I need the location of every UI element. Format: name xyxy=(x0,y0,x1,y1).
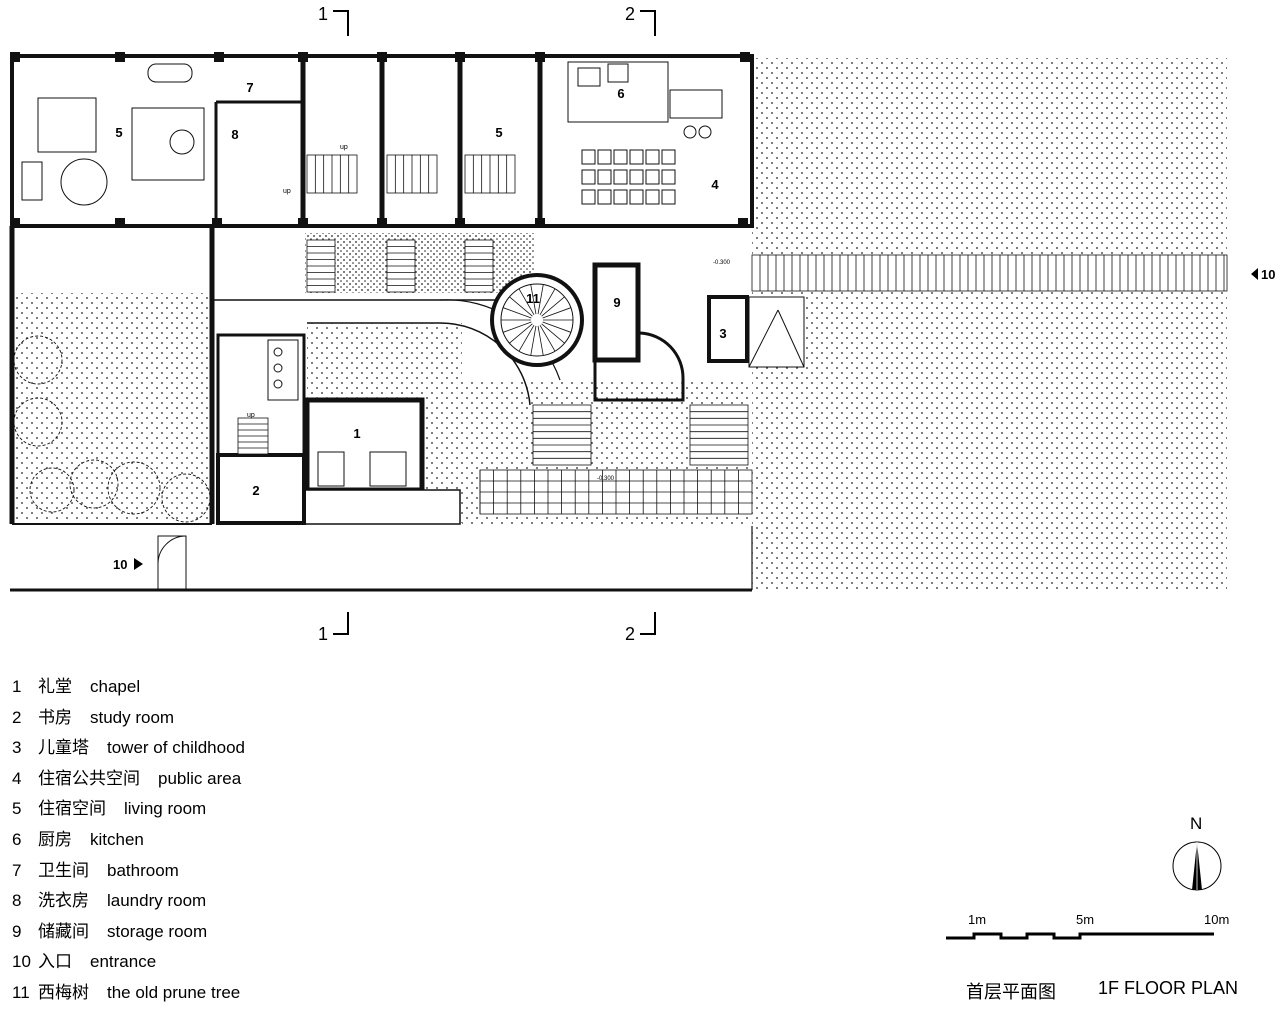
legend: 1 礼堂 chapel 2 书房 study room 3 儿童塔 tower of chi… xyxy=(12,672,245,1009)
section-marker-1-bottom: 1 xyxy=(318,624,328,644)
legend-item: 6 厨房 kitchen xyxy=(12,825,245,856)
room-label-5a: 5 xyxy=(115,125,122,140)
prune-tree-spiral xyxy=(490,273,584,367)
caption-chinese: 首层平面图 xyxy=(966,982,1056,1002)
legend-number: 11 xyxy=(12,982,30,1002)
legend-english: chapel xyxy=(90,677,141,696)
trees xyxy=(13,335,211,523)
entrance-door xyxy=(157,535,187,591)
legend-english: storage room xyxy=(107,921,208,941)
section-cut-icon xyxy=(333,10,349,36)
section-cut-icon xyxy=(333,612,349,635)
entrance-marker-south: 10 xyxy=(113,557,127,572)
level-mark: -0.300 xyxy=(713,260,731,266)
study-room xyxy=(216,333,306,525)
legend-item: 3 儿童塔 tower of childhood xyxy=(12,733,245,764)
legend-item: 2 书房 study room xyxy=(12,703,245,734)
legend-chinese: 礼堂 xyxy=(38,677,72,696)
legend-number: 4 xyxy=(12,768,22,788)
courtyard-landscape xyxy=(15,58,1227,591)
legend-item: 5 住宿空间 living room xyxy=(12,794,245,825)
room-label-3: 3 xyxy=(719,326,726,341)
legend-item: 10 入口 entrance xyxy=(12,947,245,978)
section-cut-icon xyxy=(640,612,656,635)
legend-english: study room xyxy=(90,707,175,727)
legend-number: 10 xyxy=(12,952,31,972)
legend-chinese: 西梅树 xyxy=(38,982,89,1002)
scale-label-1m: 1m xyxy=(968,912,987,927)
entrance-arrow-icon xyxy=(134,558,143,570)
boardwalk xyxy=(751,254,1228,292)
legend-number: 8 xyxy=(12,891,22,911)
legend-item: 4 住宿公共空间 public area xyxy=(12,764,245,795)
legend-item: 7 卫生间 bathroom xyxy=(12,856,245,887)
legend-english: entrance xyxy=(90,952,157,972)
living-room-furniture xyxy=(21,63,205,206)
stairs xyxy=(237,154,749,466)
legend-english: kitchen xyxy=(90,829,144,849)
entrance-arrow-icon xyxy=(1251,268,1258,280)
paving-grid xyxy=(479,469,753,515)
section-cut-icon xyxy=(640,10,656,36)
scale-label-10m: 10m xyxy=(1204,912,1230,927)
legend-number: 1 xyxy=(12,677,22,696)
kitchen xyxy=(567,61,723,139)
legend-chinese: 洗衣房 xyxy=(38,891,89,911)
legend-english: the old prune tree xyxy=(107,982,241,1002)
legend-number: 6 xyxy=(12,829,22,849)
room-label-6: 6 xyxy=(617,86,624,101)
legend-number: 2 xyxy=(12,707,22,727)
room-label-11: 11 xyxy=(526,291,540,306)
north-arrow-icon xyxy=(1172,841,1222,891)
entrance-marker-east: 10 xyxy=(1261,267,1275,282)
legend-chinese: 儿童塔 xyxy=(38,738,89,758)
north-label: N xyxy=(1190,814,1203,833)
public-area-tables xyxy=(581,149,676,205)
legend-english: bathroom xyxy=(107,860,179,880)
room-label-2: 2 xyxy=(252,483,259,498)
legend-english: laundry room xyxy=(107,891,207,911)
legend-english: public area xyxy=(158,768,242,788)
stair-up-label: up xyxy=(283,188,291,195)
stair-up-label: up xyxy=(340,144,348,151)
level-mark: -0.300 xyxy=(597,476,615,482)
legend-chinese: 卫生间 xyxy=(38,860,89,880)
room-label-1: 1 xyxy=(353,426,360,441)
caption-english: 1F FLOOR PLAN xyxy=(1098,978,1239,998)
room-label-9: 9 xyxy=(613,295,620,310)
scale-label-5m: 5m xyxy=(1076,912,1095,927)
section-marker-2-top: 2 xyxy=(625,4,635,24)
legend-number: 9 xyxy=(12,921,22,941)
legend-chinese: 入口 xyxy=(38,952,72,972)
tower-of-childhood xyxy=(707,295,805,368)
legend-item: 9 储藏间 storage room xyxy=(12,917,245,948)
storage-room xyxy=(592,262,685,402)
room-label-4: 4 xyxy=(711,177,719,192)
legend-item: 11 西梅树 the old prune tree xyxy=(12,978,245,1009)
room-label-8: 8 xyxy=(231,127,238,142)
stair-up-label: up xyxy=(247,412,255,419)
legend-number: 5 xyxy=(12,799,22,819)
legend-chinese: 储藏间 xyxy=(38,921,89,941)
section-marker-2-bottom: 2 xyxy=(625,624,635,644)
legend-chinese: 书房 xyxy=(38,707,72,727)
legend-item: 1 礼堂 chapel xyxy=(12,672,245,703)
structural-columns xyxy=(10,52,750,228)
legend-chinese: 厨房 xyxy=(38,829,72,849)
scale-bar xyxy=(946,932,1214,940)
legend-number: 7 xyxy=(12,860,22,880)
section-marker-1-top: 1 xyxy=(318,4,328,24)
legend-item: 8 洗衣房 laundry room xyxy=(12,886,245,917)
legend-chinese: 住宿公共空间 xyxy=(38,768,140,788)
room-label-5b: 5 xyxy=(495,125,502,140)
room-label-7: 7 xyxy=(246,80,253,95)
legend-chinese: 住宿空间 xyxy=(38,799,106,819)
legend-number: 3 xyxy=(12,738,22,758)
legend-english: tower of childhood xyxy=(107,738,245,758)
legend-english: living room xyxy=(124,799,207,819)
